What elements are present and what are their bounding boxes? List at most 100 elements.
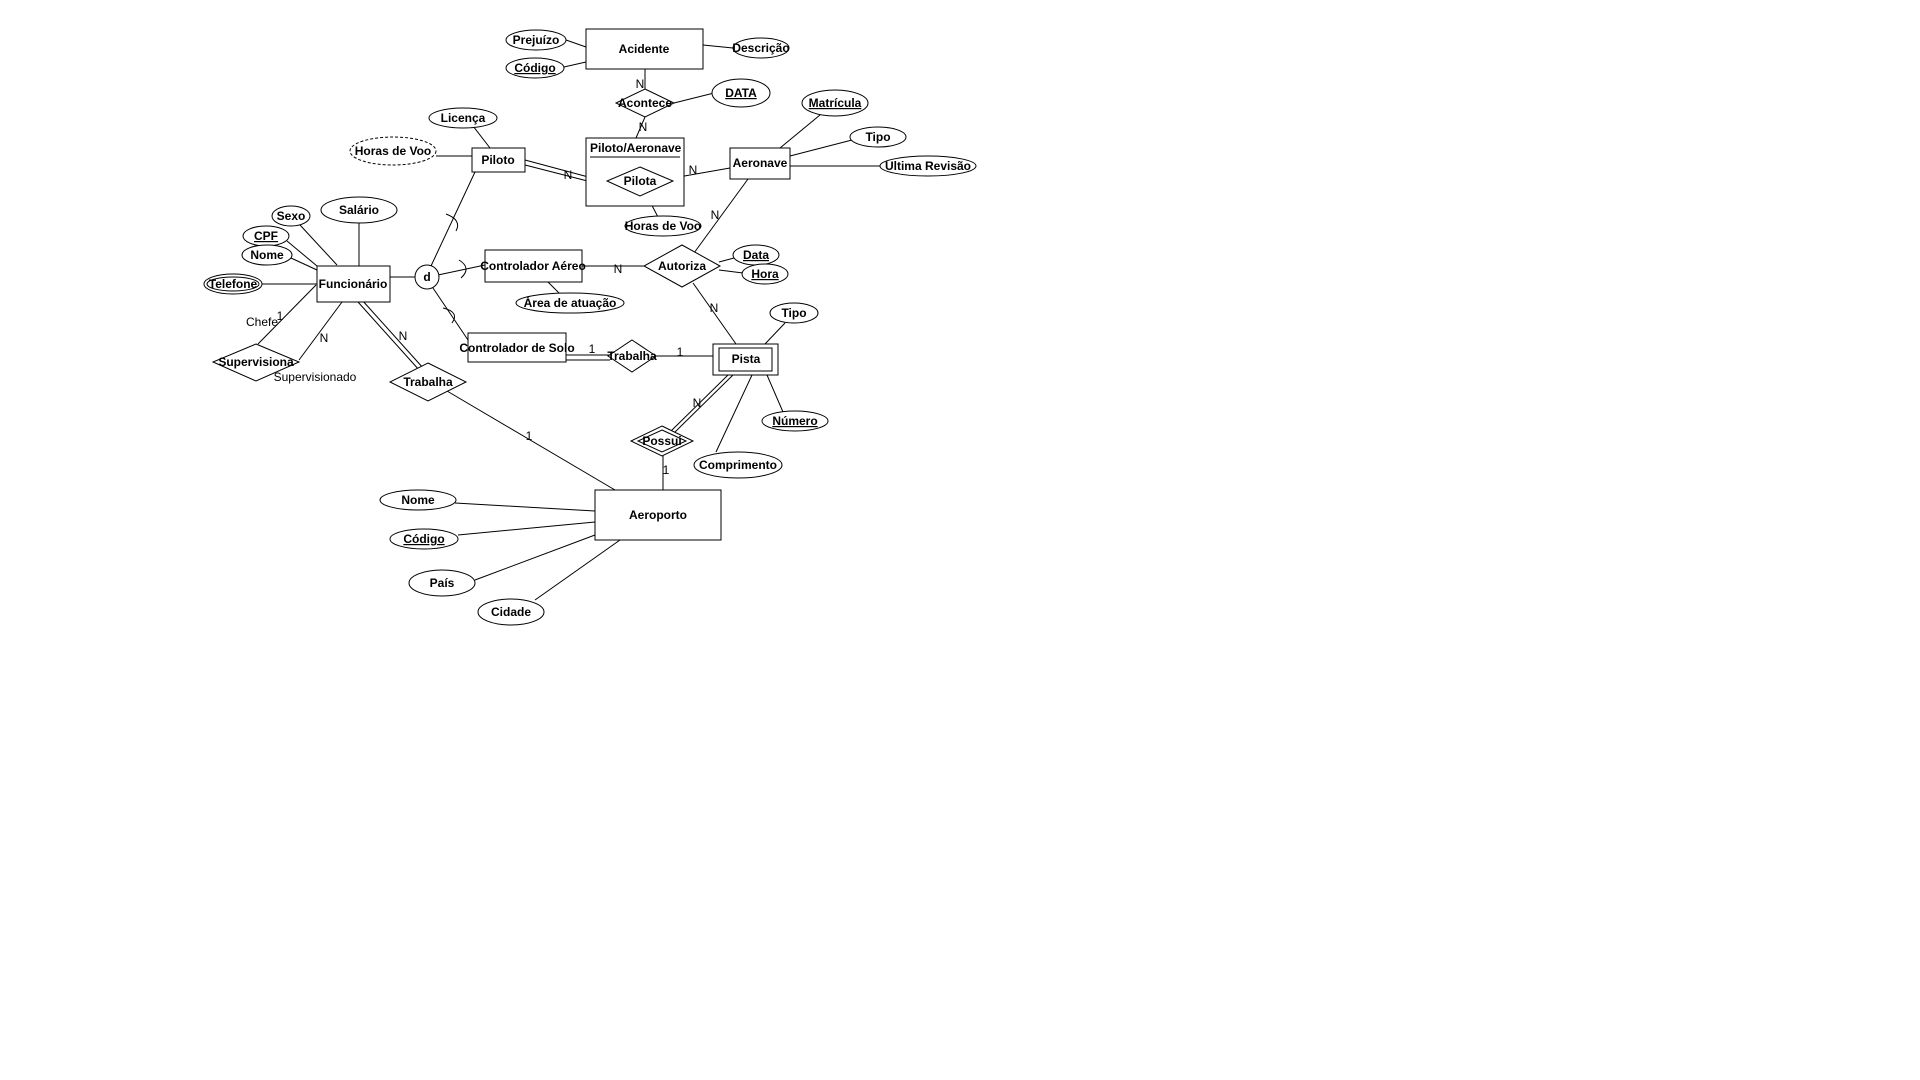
role-chefe: Chefe — [246, 315, 278, 329]
svg-text:Autoriza: Autoriza — [658, 259, 706, 273]
attribute-matricula: Matrícula — [801, 89, 869, 117]
entity-aeronave: Aeronave — [729, 147, 791, 180]
svg-text:Pilota: Pilota — [624, 174, 657, 188]
entity-controlador-aereo: Controlador Aéreo — [480, 249, 586, 283]
entity-acidente: Acidente — [585, 28, 704, 70]
card-supervisiona-n: N — [320, 331, 329, 345]
svg-text:Acidente: Acidente — [619, 42, 670, 56]
attribute-comprimento: Comprimento — [693, 451, 783, 479]
weak-entity-pista: Pista — [712, 343, 779, 376]
relationship-pilota: Pilota — [605, 166, 675, 197]
svg-text:Telefone: Telefone — [209, 277, 258, 291]
svg-text:País: País — [430, 576, 455, 590]
svg-text:Piloto: Piloto — [481, 153, 514, 167]
specialization-disjoint-circle: d — [414, 264, 440, 290]
attribute-salario: Salário — [320, 196, 398, 224]
relationship-supervisiona: Supervisiona — [211, 343, 301, 382]
attribute-cpf: CPF — [242, 225, 290, 247]
svg-text:Funcionário: Funcionário — [319, 277, 388, 291]
svg-text:Piloto/Aeronave: Piloto/Aeronave — [590, 141, 682, 155]
attribute-horas-de-voo-pilota: Horas de Voo — [624, 215, 702, 237]
attribute-tipo-aeronave: Tipo — [849, 126, 907, 148]
attribute-tipo-pista: Tipo — [769, 302, 819, 324]
svg-text:Supervisiona: Supervisiona — [218, 355, 294, 369]
svg-text:Prejuízo: Prejuízo — [513, 33, 560, 47]
card-autoriza-aeronave: N — [711, 208, 720, 222]
svg-text:Nome: Nome — [401, 493, 435, 507]
svg-text:Trabalha: Trabalha — [403, 375, 453, 389]
svg-text:Cidade: Cidade — [491, 605, 531, 619]
svg-text:Tipo: Tipo — [865, 130, 890, 144]
attribute-data-acontece: DATA — [711, 78, 771, 108]
relationship-acontece: Acontece — [614, 88, 676, 118]
svg-text:Pista: Pista — [732, 352, 761, 366]
attribute-ultima-revisao: Ultima Revisão — [879, 155, 977, 177]
card-pilota-piloto: N — [564, 168, 573, 182]
svg-text:Salário: Salário — [339, 203, 379, 217]
relationship-autoriza: Autoriza — [642, 244, 722, 288]
relationship-trabalha-solo: Trabalha — [607, 339, 657, 373]
card-possui-aeroporto: 1 — [663, 463, 670, 477]
attribute-licenca: Licença — [428, 107, 498, 129]
svg-text:DATA: DATA — [725, 86, 757, 100]
card-trabalha-aeroporto: 1 — [526, 429, 533, 443]
svg-text:Horas de Voo: Horas de Voo — [625, 219, 701, 233]
svg-text:Código: Código — [514, 61, 555, 75]
svg-text:Data: Data — [743, 248, 769, 262]
attribute-nome-funcionario: Nome — [241, 244, 293, 266]
attribute-codigo-aeroporto: Código — [389, 528, 459, 550]
svg-text:Área de atuação: Área de atuação — [524, 295, 617, 310]
svg-text:Matrícula: Matrícula — [809, 96, 862, 110]
entity-piloto: Piloto — [471, 147, 526, 173]
attribute-codigo-acidente: Código — [505, 57, 565, 79]
svg-text:Sexo: Sexo — [277, 209, 306, 223]
svg-text:Hora: Hora — [751, 267, 779, 281]
attribute-numero: Número — [761, 410, 829, 432]
svg-text:Aeroporto: Aeroporto — [629, 508, 687, 522]
attribute-area-de-atuacao: Área de atuação — [515, 292, 625, 314]
svg-text:Descrição: Descrição — [732, 41, 789, 55]
weak-relationship-possui: Possui — [629, 425, 695, 457]
cardinality-labels: N N N N N N N 1 Chefe N Supervisionado N… — [246, 77, 719, 477]
svg-text:d: d — [423, 270, 430, 284]
entity-funcionario: Funcionário — [316, 265, 391, 303]
svg-text:Controlador Aéreo: Controlador Aéreo — [480, 259, 586, 273]
svg-text:Comprimento: Comprimento — [699, 458, 777, 472]
derived-attribute-horas-de-voo-piloto: Horas de Voo — [349, 136, 437, 166]
connection-lines — [257, 39, 880, 601]
svg-text:Número: Número — [772, 414, 817, 428]
svg-text:Horas de Voo: Horas de Voo — [355, 144, 431, 158]
svg-text:Ultima Revisão: Ultima Revisão — [885, 159, 971, 173]
relationship-trabalha-funcionario: Trabalha — [388, 362, 468, 402]
attribute-nome-aeroporto: Nome — [379, 489, 457, 511]
card-supervisiona-chefe: 1 — [277, 309, 284, 323]
svg-text:Tipo: Tipo — [781, 306, 806, 320]
attribute-hora: Hora — [741, 263, 789, 285]
svg-text:Controlador de Solo: Controlador de Solo — [459, 341, 574, 355]
card-pilota-aeronave: N — [689, 163, 698, 177]
attribute-cidade: Cidade — [477, 598, 545, 626]
card-acontece-acidente: N — [636, 77, 645, 91]
svg-text:Acontece: Acontece — [618, 96, 672, 110]
attribute-descricao: Descrição — [732, 37, 790, 59]
card-autoriza-controlador: N — [614, 262, 623, 276]
card-trabalha-solo: 1 — [589, 342, 596, 356]
svg-text:Nome: Nome — [250, 248, 284, 262]
attribute-pais: País — [408, 569, 476, 597]
svg-text:Possui: Possui — [642, 434, 681, 448]
svg-text:Código: Código — [403, 532, 444, 546]
card-autoriza-pista: N — [710, 301, 719, 315]
card-possui-pista: N — [693, 396, 702, 410]
svg-text:CPF: CPF — [254, 229, 278, 243]
svg-text:Trabalha: Trabalha — [607, 349, 657, 363]
attribute-prejuizo: Prejuízo — [505, 29, 567, 51]
card-trabalha-funcionario: N — [399, 329, 408, 343]
role-supervisionado: Supervisionado — [274, 370, 357, 384]
svg-text:Aeronave: Aeronave — [733, 156, 788, 170]
attribute-data-autoriza: Data — [732, 244, 780, 266]
svg-text:Licença: Licença — [441, 111, 486, 125]
card-acontece-aggregation: N — [639, 120, 648, 134]
multivalued-attribute-telefone: Telefone — [203, 273, 263, 295]
entity-controlador-de-solo: Controlador de Solo — [459, 332, 575, 363]
